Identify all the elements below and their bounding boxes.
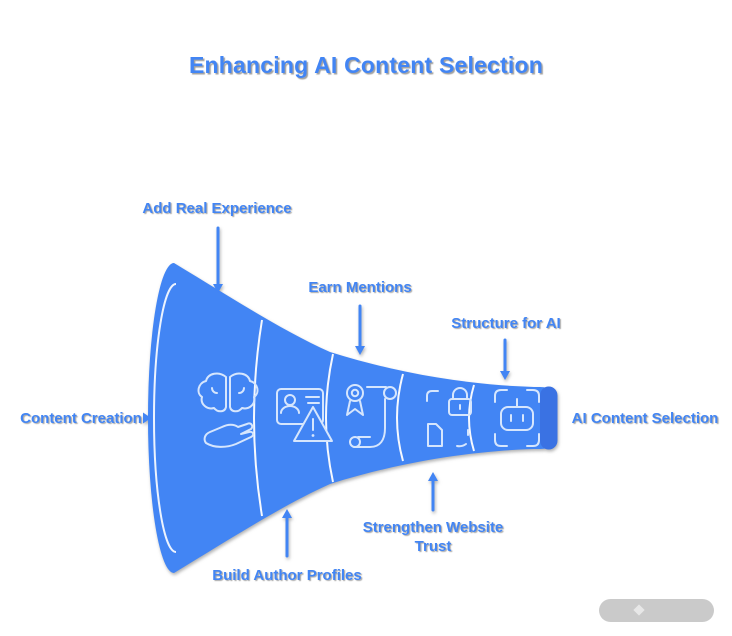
certificate-scroll-icon (346, 384, 397, 448)
brain-hand-icon (197, 372, 259, 448)
connector-arrow-down (213, 284, 223, 293)
funnel-bell-rim (153, 283, 177, 553)
stage-label-earn-mentions: Earn Mentions (308, 279, 412, 296)
stage-label-structure-for-ai: Structure for AI (451, 315, 561, 332)
secure-document-scan-icon (426, 387, 472, 448)
connector-arrow-down (500, 371, 510, 380)
id-card-warning-icon (276, 388, 333, 442)
funnel-body (148, 263, 558, 573)
connector-arrow-right (143, 412, 151, 424)
funnel-output-label: AI Content Selection (571, 410, 719, 427)
watermark-badge[interactable] (599, 599, 714, 622)
stage-label-build-author-profiles: Build Author Profiles (212, 567, 362, 584)
segment-divider (468, 384, 475, 452)
funnel-end-cap (540, 386, 558, 450)
segment-dividers (253, 319, 475, 517)
watermark-logo-icon (633, 604, 645, 616)
stage-label-add-real-experience: Add Real Experience (142, 200, 292, 217)
stage-label-strengthen-website-trust: Strengthen Website Trust (362, 519, 504, 555)
robot-scan-icon (494, 389, 540, 447)
funnel-input-label: Content Creation (20, 410, 142, 427)
connector-arrow-down (355, 346, 365, 355)
segment-divider (253, 319, 263, 517)
connector-arrow-up (282, 509, 292, 518)
connector-arrow-up (428, 472, 438, 481)
segment-divider (396, 373, 404, 462)
label-connectors (143, 226, 510, 558)
diagram-title: Enhancing AI Content Selection (189, 52, 543, 78)
segment-divider (325, 353, 334, 483)
